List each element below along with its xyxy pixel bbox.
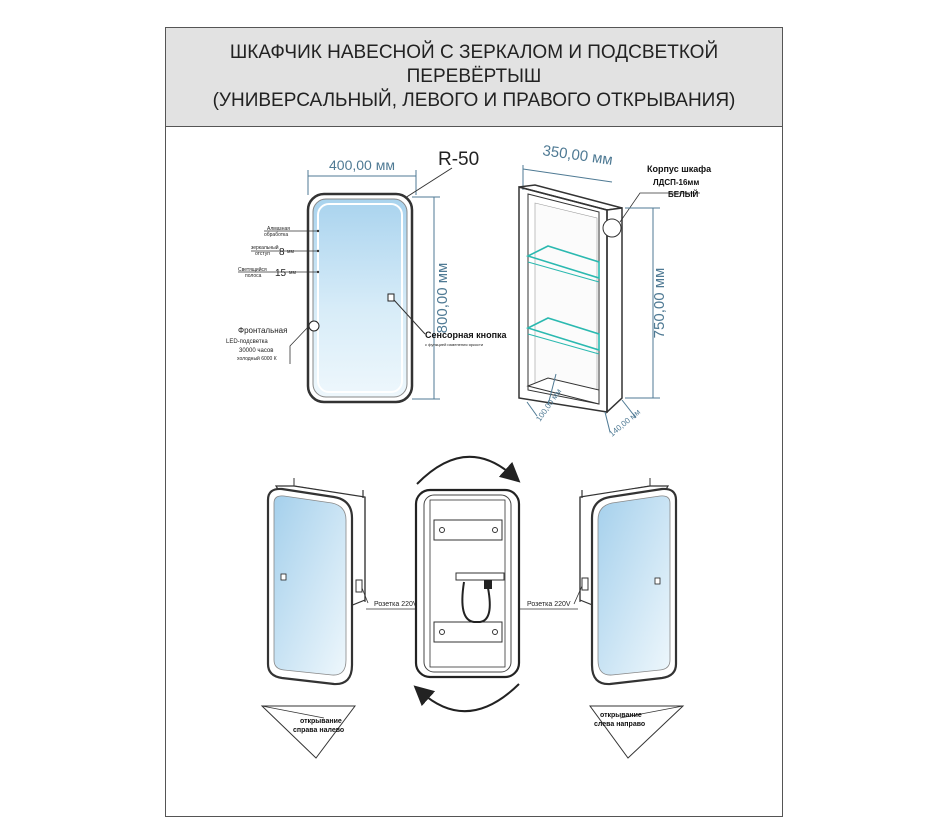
cabinet-interior-view: 350,00 мм Корпус шкафа ЛДСП-16мм БЕЛЫЙ — [518, 142, 712, 439]
sensor-label: Сенсорная кнопка — [425, 330, 508, 340]
left-mirror-glass — [273, 495, 347, 676]
right-open-view: Розетка 220V открывание слева направо — [520, 478, 685, 759]
offset-dot — [316, 249, 320, 253]
left-socket-leader — [361, 587, 369, 604]
rotation-arrow-top — [416, 455, 521, 485]
strip-label-2: полоса — [245, 273, 262, 279]
back-bottom-rail — [433, 621, 503, 643]
body-depth-ext-1 — [604, 411, 611, 433]
back-top-rail — [433, 519, 503, 541]
led-label-2: LED-подсветка — [226, 339, 268, 345]
right-socket-icon — [581, 577, 589, 591]
led-label-1: Фронтальная — [238, 326, 287, 335]
shelf-depth-line — [547, 373, 557, 406]
right-socket-leader — [573, 585, 583, 605]
cabinet-side-right — [606, 207, 623, 414]
title-box: ШКАФЧИК НАВЕСНОЙ С ЗЕРКАЛОМ И ПОДСВЕТКОЙ… — [165, 27, 783, 127]
cabinet-width-label: 350,00 мм — [541, 142, 613, 169]
right-opening-label-1: открывание — [600, 712, 642, 719]
strip-label-1: Светящийся — [238, 266, 267, 273]
right-opening-triangle — [589, 705, 685, 759]
front-mirror-glass — [312, 198, 408, 398]
cabinet-back-panel — [534, 202, 598, 403]
cabinet-width-dim-line — [522, 168, 613, 183]
front-mirror-frame — [306, 192, 414, 404]
cabinet-front-edge — [518, 186, 608, 413]
strip-unit: мм — [289, 270, 296, 276]
right-socket-label: Розетка 220V — [527, 601, 571, 608]
front-led-strip — [317, 203, 403, 393]
glass-shelf-middle — [525, 317, 600, 352]
body-label-2: ЛДСП-16мм — [653, 178, 699, 187]
body-depth-ext-2 — [621, 399, 637, 419]
sensor-sub-label: с функцией изменения яркости — [425, 342, 483, 347]
back-plug — [484, 580, 492, 589]
left-open-view: Розетка 220V открывание справа налево — [260, 478, 424, 759]
shelf-depth-ext — [526, 401, 538, 417]
body-leader — [619, 192, 700, 223]
front-sensor-button — [387, 293, 395, 302]
cabinet-height-label: 750,00 мм — [651, 268, 668, 339]
glass-shelf-top — [525, 245, 600, 280]
strip-dot — [316, 270, 320, 274]
back-view — [413, 455, 521, 713]
glass-shelf-middle-edge — [527, 333, 600, 355]
right-opening-label-2: слева направо — [594, 721, 645, 728]
body-label-1: Корпус шкафа — [647, 164, 712, 174]
body-depth-label: 140,00 мм — [608, 407, 643, 438]
body-label-3: БЕЛЫЙ — [668, 190, 699, 199]
front-mirror-view: 400,00 мм R-50 800,00 мм Сенсорная кнопк… — [226, 149, 508, 404]
left-sensor-button — [280, 573, 287, 581]
back-screw-bottom-left — [439, 629, 445, 635]
right-mirror-glass — [597, 495, 671, 676]
title-line-3: (УНИВЕРСАЛЬНЫЙ, ЛЕВОГО И ПРАВОГО ОТКРЫВА… — [212, 90, 736, 111]
right-sensor-button — [654, 577, 661, 585]
title-line-2: ПЕРЕВЁРТЫШ — [406, 66, 542, 87]
sensor-leader — [393, 299, 426, 335]
left-socket-icon — [355, 579, 363, 593]
glass-shelf-top-edge — [527, 261, 600, 283]
edge-dot — [316, 229, 320, 233]
front-height-label: 800,00 мм — [434, 263, 451, 334]
offset-unit: мм — [287, 249, 294, 255]
led-label-3: 30000 часов — [239, 348, 273, 354]
left-opening-leaf — [261, 705, 325, 719]
edge-label-2: обработка — [264, 232, 288, 238]
led-leader — [289, 325, 310, 364]
body-detail-circle — [602, 218, 622, 238]
strip-value: 15 — [275, 268, 287, 279]
offset-value: 8 — [279, 247, 285, 258]
offset-label-1: зеркальный — [251, 244, 279, 251]
front-width-label: 400,00 мм — [329, 157, 395, 173]
rotation-arrow-bottom — [413, 683, 520, 713]
back-socket-bar — [455, 572, 505, 581]
right-opening-leaf — [619, 705, 684, 719]
left-socket-label: Розетка 220V — [374, 601, 418, 608]
left-opening-label-1: открывание — [300, 718, 342, 725]
radius-label: R-50 — [438, 149, 479, 170]
title-line-1: ШКАФЧИК НАВЕСНОЙ С ЗЕРКАЛОМ И ПОДСВЕТКОЙ — [229, 42, 719, 63]
left-opening-label-2: справа налево — [293, 727, 344, 734]
offset-label-2: отступ — [255, 251, 270, 257]
back-screw-bottom-right — [492, 629, 498, 635]
cabinet-bottom — [526, 377, 600, 405]
back-screw-top-right — [492, 527, 498, 533]
back-screw-top-left — [439, 527, 445, 533]
led-detail-circle — [308, 320, 320, 332]
radius-leader — [404, 167, 453, 199]
led-label-4: холодный 6000 К — [237, 355, 277, 362]
left-opening-triangle — [260, 705, 356, 759]
back-cable — [461, 581, 491, 623]
edge-label-1: Алмазная — [267, 226, 290, 232]
